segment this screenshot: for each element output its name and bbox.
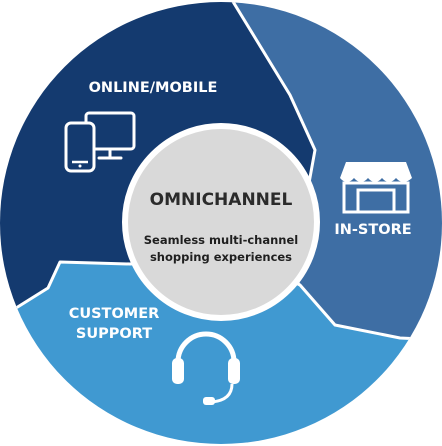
customer-support-label-line2: SUPPORT [76, 326, 152, 342]
phone-and-monitor-icon [64, 111, 136, 173]
in-store-label: IN-STORE [334, 222, 411, 238]
customer-support-label-line1: CUSTOMER [69, 306, 160, 322]
center-subtitle-line1: Seamless multi-channel [144, 233, 298, 247]
center-subtitle-line2: shopping experiences [150, 250, 292, 264]
segment-customer-support [0, 262, 442, 444]
headset-icon [172, 331, 240, 405]
storefront-icon [340, 162, 412, 214]
center-circle [122, 123, 320, 321]
online-mobile-label: ONLINE/MOBILE [89, 80, 218, 96]
center-title: OMNICHANNEL [150, 190, 293, 210]
